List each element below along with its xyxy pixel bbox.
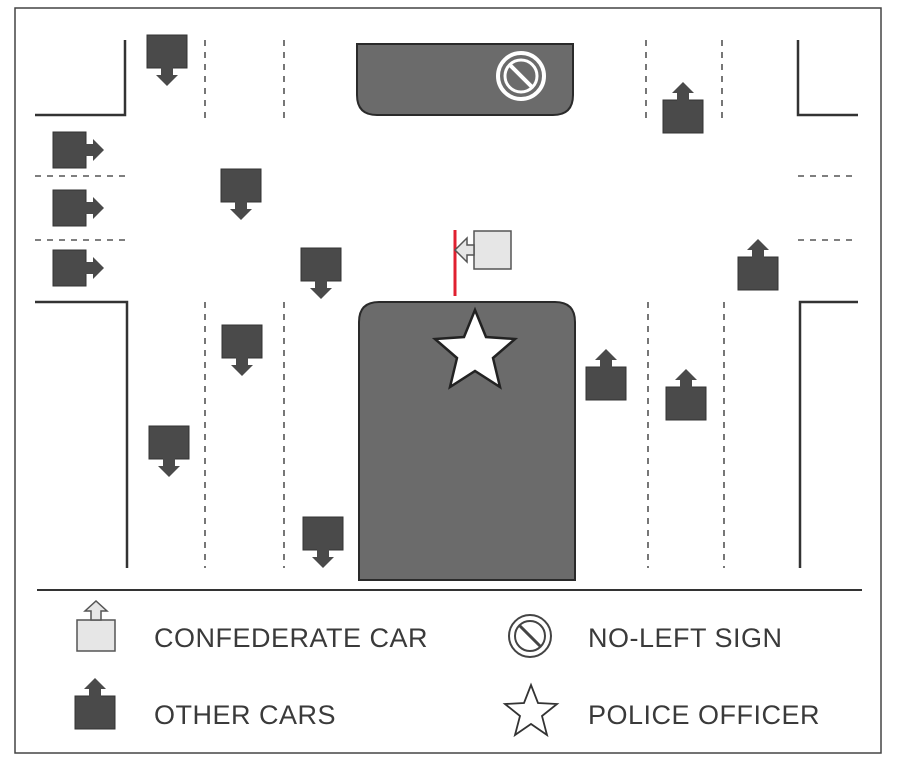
confederate-car-icon bbox=[453, 230, 512, 270]
legend-no-left-sign-label: NO-LEFT SIGN bbox=[588, 623, 783, 653]
car-icon bbox=[302, 516, 344, 569]
car-icon bbox=[585, 348, 627, 401]
star-icon bbox=[502, 682, 560, 738]
legend: CONFEDERATE CAR NO-LEFT SIGN OTHER CARS … bbox=[74, 599, 820, 738]
bottom-median-island bbox=[358, 301, 576, 581]
car-icon bbox=[52, 249, 105, 287]
police-officer-star-icon bbox=[431, 306, 519, 390]
car-icon bbox=[146, 34, 188, 87]
no-left-sign-icon bbox=[508, 614, 552, 658]
legend-other-car-icon bbox=[74, 677, 116, 730]
legend-police-officer-label: POLICE OFFICER bbox=[588, 700, 820, 730]
diagram-frame bbox=[14, 7, 882, 754]
car-icon bbox=[665, 368, 707, 421]
legend-confederate-car-icon bbox=[76, 599, 116, 652]
car-icon bbox=[221, 324, 263, 377]
car-icon bbox=[148, 425, 190, 478]
legend-confederate-car-label: CONFEDERATE CAR bbox=[154, 623, 428, 653]
car-icon bbox=[737, 238, 779, 291]
road-edges bbox=[35, 40, 858, 568]
top-median-island bbox=[356, 43, 574, 116]
car-icon bbox=[52, 189, 105, 227]
legend-other-cars-label: OTHER CARS bbox=[154, 700, 336, 730]
no-left-sign-icon bbox=[496, 51, 546, 101]
car-icon bbox=[52, 131, 105, 169]
car-icon bbox=[300, 247, 342, 300]
lane-dividers bbox=[35, 40, 858, 568]
car-icon bbox=[662, 81, 704, 134]
car-icon bbox=[220, 168, 262, 221]
